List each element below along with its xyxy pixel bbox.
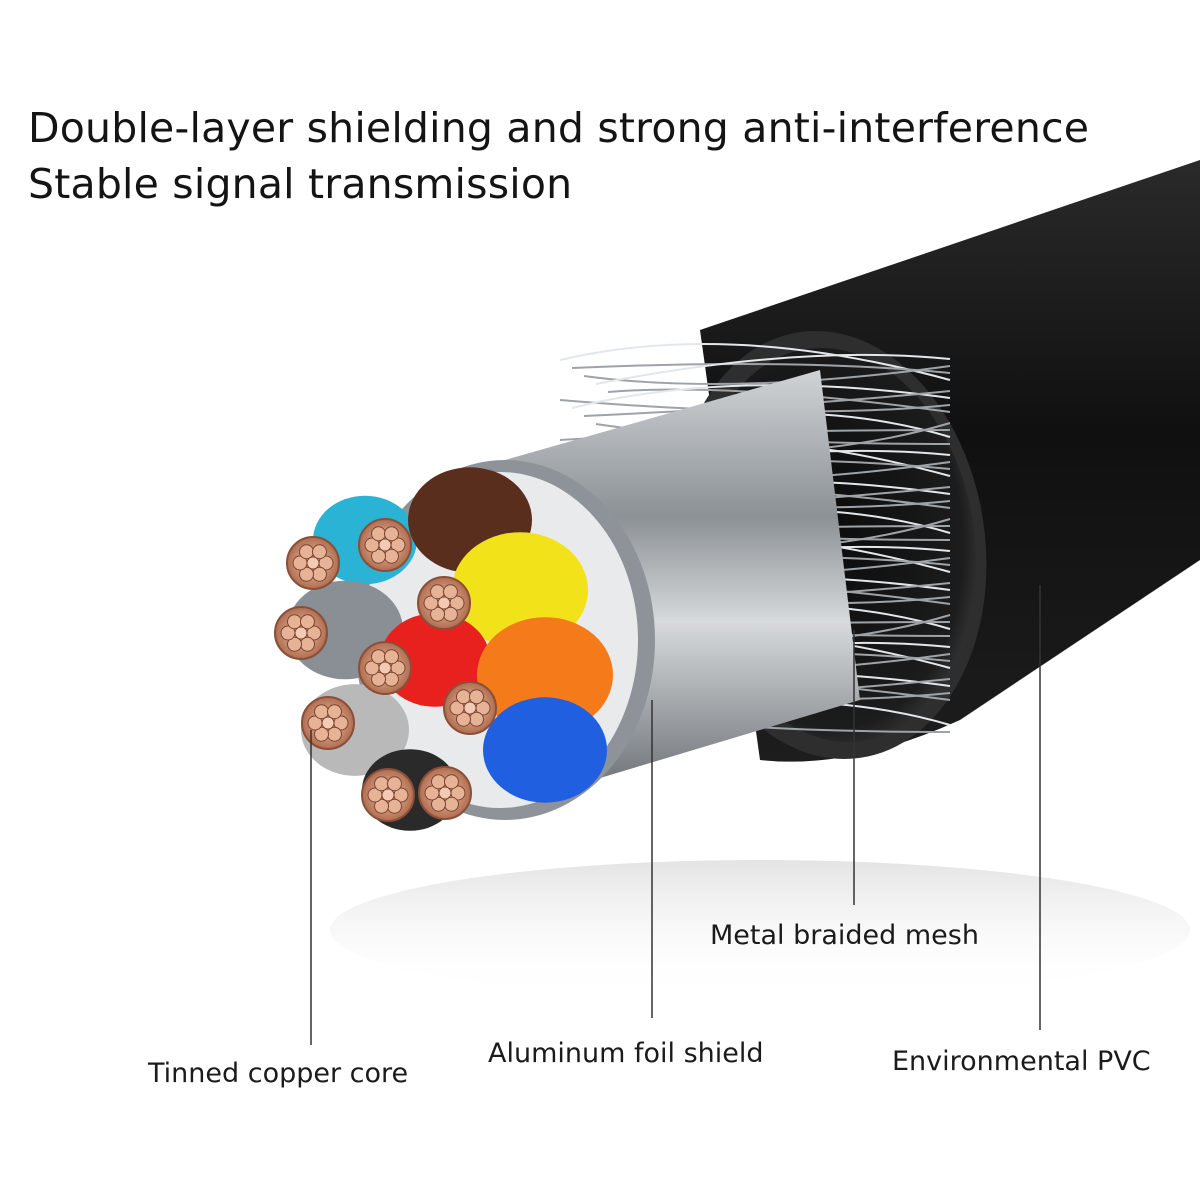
copper-strand [384,671,399,687]
copper-strand [371,649,386,665]
copper-strand [371,548,386,564]
copper-strand [314,704,329,720]
copper-strand [371,671,386,687]
copper-strand [430,584,445,600]
copper-strand [444,796,459,812]
copper-strand [456,689,471,705]
copper-strand [387,798,402,814]
copper-strand [327,704,342,720]
copper-strand-center [437,596,451,610]
ground-shadow [330,860,1190,1000]
braid-strand [583,365,951,385]
copper-strand [469,689,484,705]
copper-strand-center [463,701,477,715]
braid-strand [571,384,951,409]
copper-strand-center [378,538,392,552]
headline-line-1: Double-layer shielding and strong anti-i… [28,104,1090,152]
copper-strand [314,726,329,742]
copper-strand [312,566,327,582]
copper-strand [299,566,314,582]
copper-strand [431,796,446,812]
copper-strand [312,544,327,560]
copper-strand-center [438,786,452,800]
copper-strand-center [306,556,320,570]
copper-strand [287,636,302,652]
copper-strand [443,584,458,600]
copper-strand [444,774,459,790]
label-metal-braided-mesh: Metal braided mesh [710,920,979,951]
copper-strand [384,649,399,665]
copper-strand [443,606,458,622]
conductor-insulation [477,617,613,733]
copper-strand-center [294,626,308,640]
label-tinned-copper-core: Tinned copper core [148,1058,409,1089]
copper-strand [430,606,445,622]
copper-strand [327,726,342,742]
copper-strand-center [378,661,392,675]
copper-strand [371,526,386,542]
copper-strand [374,798,389,814]
copper-strand [300,636,315,652]
copper-strand [384,548,399,564]
label-aluminum-foil-shield: Aluminum foil shield [488,1038,764,1069]
label-environmental-pvc: Environmental PVC [892,1046,1151,1077]
copper-strand [299,544,314,560]
conductor-insulation [483,697,607,803]
copper-strand [384,526,399,542]
copper-strand [431,774,446,790]
copper-strand [287,614,302,630]
headline-line-2: Stable signal transmission [28,160,573,208]
copper-strand [374,776,389,792]
insulated-conductors [274,467,613,831]
braid-strand [571,363,951,374]
braid-strand [559,343,951,381]
copper-strand [300,614,315,630]
braid-strand [595,353,951,385]
copper-strand-center [321,716,335,730]
copper-strand [469,711,484,727]
copper-strand [456,711,471,727]
copper-strand-center [381,788,395,802]
copper-strand [387,776,402,792]
